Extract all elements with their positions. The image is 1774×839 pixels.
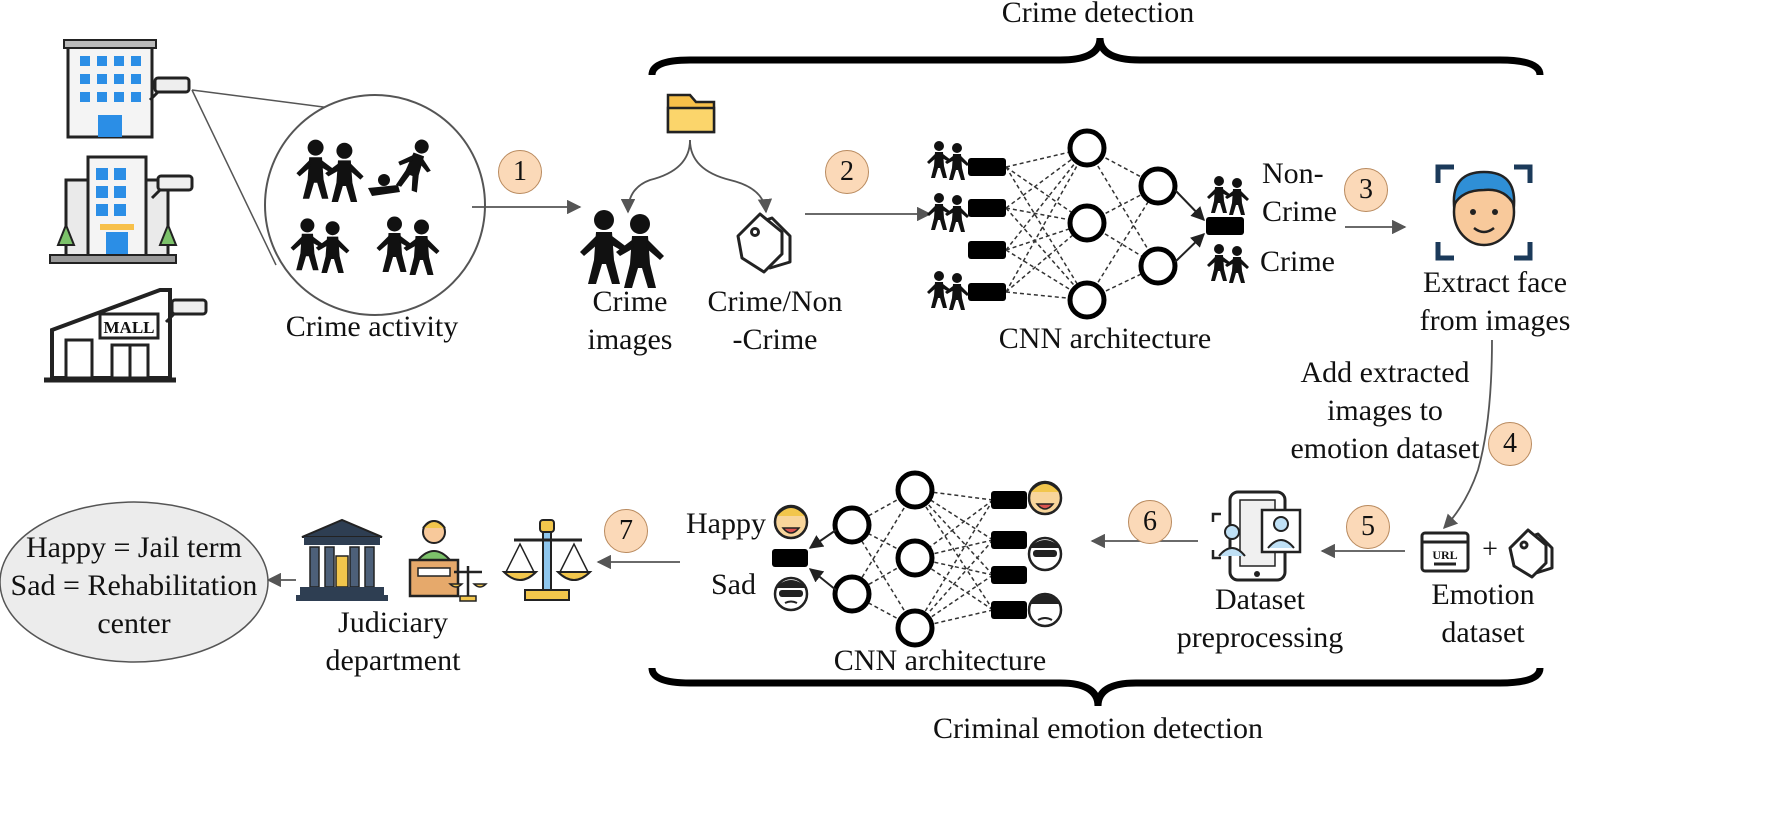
crime-detection-brace (648, 37, 1544, 76)
add-extracted-line-2: images to (1327, 394, 1443, 427)
plus-sign: + (1482, 534, 1498, 565)
extract-face-label: Extract face from images (1410, 264, 1580, 340)
non-crime-label: Non- Crime (1262, 155, 1337, 231)
judiciary-label: Judiciary department (318, 604, 468, 680)
criminal-emotion-title: Criminal emotion detection (933, 712, 1263, 745)
cnn-bottom-output-node (772, 549, 808, 567)
crime-non-crime-label: Crime/Non -Crime (700, 283, 850, 359)
extract-face-line-1: Extract face (1422, 266, 1568, 299)
crime-images-line-2: images (587, 323, 673, 356)
split-arrow-left (620, 139, 691, 214)
happy-face-icon (773, 504, 809, 540)
add-extracted-line-1: Add extracted (1300, 356, 1470, 389)
face-scan-icon (1435, 164, 1533, 261)
emotion-dataset-line-2: dataset (1441, 616, 1525, 649)
step-3-badge: 3 (1344, 168, 1388, 212)
cnn-top-label: CNN architecture (998, 322, 1212, 355)
crime-images-figures (580, 210, 664, 288)
input-face-icons (1027, 480, 1063, 628)
sad-label: Sad (711, 568, 756, 601)
outcome-line-3: center (97, 607, 171, 640)
split-arrow-right (689, 139, 773, 214)
cnn-top-output-arrow (1174, 233, 1206, 263)
cnn-top-hidden-nodes (1067, 128, 1178, 320)
cnn-bottom-output-arrow (808, 568, 837, 591)
step-1-badge: 1 (498, 150, 542, 194)
cnn-bottom-label: CNN architecture (833, 644, 1047, 677)
crime-output-figures (1207, 244, 1249, 283)
url-sign-text: URL (1432, 548, 1457, 562)
outcome-line-1: Happy = Jail term (25, 531, 243, 564)
office-building-cctv-icon (63, 39, 191, 139)
cnn-top-output-arrow (1174, 189, 1205, 222)
non-crime-line-2: Crime (1262, 195, 1337, 228)
dataset-preprocessing-line-1: Dataset (1215, 583, 1305, 616)
courthouse-icon (296, 518, 388, 601)
emotion-tag-icon (1508, 528, 1554, 579)
crime-non-crime-line-2: -Crime (732, 323, 818, 356)
cnn-bottom-input-nodes (991, 491, 1027, 619)
outcome-line-2: Sad = Rehabilitation (10, 569, 258, 602)
url-browser-icon: URL (1420, 531, 1470, 573)
judiciary-line-1: Judiciary (338, 606, 448, 639)
emotion-dataset-line-1: Emotion (1431, 578, 1535, 611)
cnn-top-output-node (1206, 217, 1244, 235)
phone-dataset-icon (1211, 490, 1302, 582)
crime-non-crime-line-1: Crime/Non (707, 285, 843, 318)
cnn-top-input-nodes (968, 158, 1006, 301)
outcome-ellipse (0, 501, 269, 663)
judiciary-line-2: department (325, 644, 461, 677)
step-7-badge: 7 (604, 509, 648, 553)
happy-label: Happy (686, 507, 766, 540)
arrow-to-emotion-dataset (1443, 339, 1493, 530)
criminal-emotion-brace (648, 667, 1544, 707)
sad-face-icon (773, 576, 809, 612)
cnn-top-input-figures (927, 141, 969, 310)
crime-images-line-1: Crime (592, 285, 668, 318)
step-6-badge: 6 (1128, 500, 1172, 544)
step-2-badge: 2 (825, 150, 869, 194)
apartment-building-cctv-icon (49, 155, 194, 264)
mall-sign-text: MALL (104, 318, 155, 337)
judge-icon (408, 520, 488, 602)
crime-activity-circle (264, 94, 486, 316)
scales-of-justice-icon (501, 519, 593, 601)
camera-view-line (191, 89, 277, 266)
step-5-badge: 5 (1346, 505, 1390, 549)
dataset-preprocessing-label: Dataset preprocessing (1170, 581, 1350, 657)
cnn-bottom-hidden-nodes (832, 470, 935, 648)
crime-activity-figures (291, 134, 440, 275)
cnn-bottom-network (851, 489, 994, 629)
outcome-label: Happy = Jail term Sad = Rehabilitation c… (4, 529, 264, 643)
crime-images-label: Crime images (570, 283, 690, 359)
crime-activity-label: Crime activity (285, 310, 459, 343)
cnn-top-network (1005, 147, 1159, 301)
cnn-bottom-output-arrow (808, 529, 837, 549)
emotion-dataset-label: Emotion dataset (1418, 576, 1548, 652)
crime-detection-title: Crime detection (1002, 0, 1194, 29)
non-crime-figures (1207, 176, 1249, 215)
add-extracted-line-3: emotion dataset (1290, 432, 1480, 465)
folder-icon (666, 93, 716, 134)
extract-face-line-2: from images (1419, 304, 1571, 337)
add-extracted-label: Add extracted images to emotion dataset (1280, 354, 1490, 468)
tag-icon (736, 212, 792, 274)
dataset-preprocessing-line-2: preprocessing (1176, 621, 1344, 654)
crime-output-label: Crime (1260, 245, 1335, 278)
non-crime-line-1: Non- (1262, 157, 1324, 190)
step-4-badge: 4 (1488, 422, 1532, 466)
mall-cctv-icon: MALL (44, 288, 208, 383)
